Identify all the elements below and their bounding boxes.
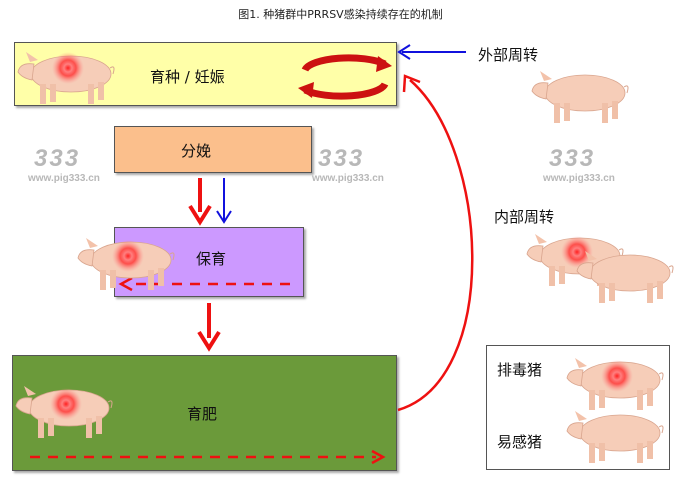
watermark-middle: 333 www.pig333.cn bbox=[312, 145, 384, 184]
infected-pig-internal-icon bbox=[526, 233, 624, 287]
infected-pig-finishing-icon bbox=[15, 385, 113, 439]
legend-shedding-label: 排毒猪 bbox=[497, 361, 543, 379]
red-arrow-nursery-to-finishing-icon bbox=[197, 303, 221, 352]
nursery-label: 保育 bbox=[196, 250, 227, 268]
external-turnover-label: 外部周转 bbox=[478, 46, 539, 64]
red-curved-arrow-internal-icon bbox=[397, 74, 474, 412]
finishing-label: 育肥 bbox=[187, 405, 218, 423]
nursery-dashed-arrow-icon bbox=[118, 276, 290, 292]
legend bbox=[486, 345, 670, 470]
farrowing-box bbox=[114, 126, 312, 173]
susceptible-pig-internal-icon bbox=[576, 250, 674, 304]
figure-title: 图1. 种猪群中PRRSV感染持续存在的机制 bbox=[238, 8, 443, 21]
nursery-box bbox=[114, 227, 304, 297]
legend-susceptible-pig-icon bbox=[566, 410, 664, 464]
breeding-gestation-label: 育种 / 妊娠 bbox=[150, 68, 225, 86]
red-arrow-farrowing-to-nursery-icon bbox=[188, 178, 212, 226]
legend-susceptible-label: 易感猪 bbox=[497, 433, 543, 451]
farrowing-label: 分娩 bbox=[181, 142, 212, 160]
watermark-left: 333 www.pig333.cn bbox=[28, 145, 100, 184]
blue-arrow-farrowing-to-nursery-icon bbox=[216, 178, 232, 224]
infected-pig-nursery-icon bbox=[77, 237, 175, 291]
blue-arrow-external-icon bbox=[397, 44, 466, 60]
legend-shedding-pig-icon bbox=[566, 357, 664, 411]
finishing-dashed-arrow-icon bbox=[30, 449, 386, 465]
internal-turnover-label: 内部周转 bbox=[494, 208, 555, 226]
infected-pig-breeding-icon bbox=[17, 51, 115, 105]
cycle-arrows-icon bbox=[298, 54, 392, 100]
susceptible-pig-external-icon bbox=[531, 70, 629, 124]
watermark-right: 333 www.pig333.cn bbox=[543, 145, 615, 184]
